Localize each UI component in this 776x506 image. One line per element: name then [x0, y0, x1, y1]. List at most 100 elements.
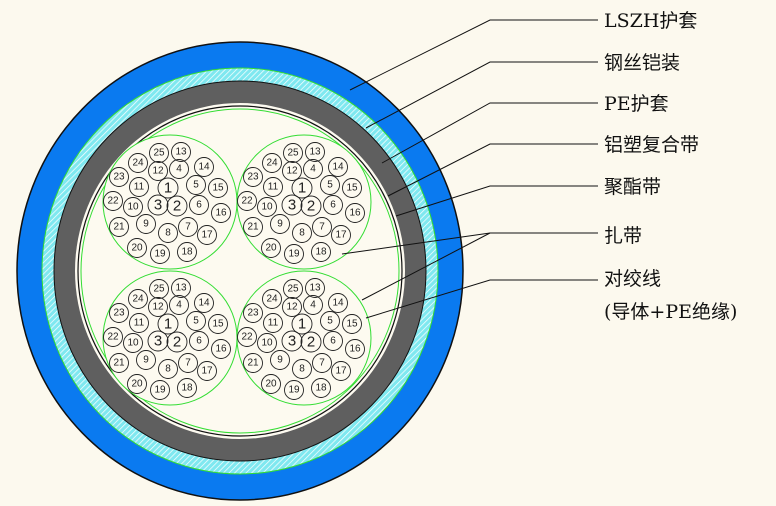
wire-number: 6: [196, 336, 202, 347]
wire-number: 3: [154, 197, 162, 214]
wire-conductor: [342, 178, 362, 198]
wire-conductor: [148, 161, 168, 181]
wire-number: 15: [212, 319, 224, 330]
wire-conductor: [123, 197, 143, 217]
wire-number: 25: [153, 148, 165, 159]
polyester-tape: [77, 105, 403, 437]
wire-number: 5: [193, 316, 199, 327]
wire-number: 12: [286, 302, 298, 313]
wire-conductor: [109, 167, 129, 187]
wire-conductor: [312, 217, 332, 237]
wire-conductor: [305, 278, 325, 298]
wire-number: 17: [335, 366, 347, 377]
wire-conductor: [147, 194, 169, 216]
wire-number: 22: [241, 196, 253, 207]
wire-conductor: [311, 242, 331, 262]
wire-number: 8: [165, 364, 171, 375]
wire-conductor: [342, 314, 362, 334]
wire-number: 11: [268, 318, 279, 329]
wire-conductor: [243, 353, 263, 373]
wire-conductor: [208, 178, 228, 198]
bundle-binder: [236, 270, 372, 406]
wire-conductor: [197, 225, 217, 245]
wire-conductor: [312, 353, 332, 373]
wire-conductor: [127, 374, 147, 394]
wire-bundle-2: 1234567891011121314151617181920212223242…: [236, 134, 372, 270]
bundle-binder: [102, 270, 238, 406]
wire-conductor: [291, 177, 313, 199]
wire-number: 21: [113, 358, 125, 369]
wire-conductor: [109, 353, 129, 373]
wire-number: 13: [175, 283, 187, 294]
wire-number: 14: [198, 162, 210, 173]
wire-conductor: [158, 223, 178, 243]
leader-al: [387, 143, 598, 197]
wire-number: 6: [330, 336, 336, 347]
wire-conductor: [257, 333, 277, 353]
wire-number: 16: [349, 344, 361, 355]
wire-conductor: [283, 143, 303, 163]
wire-conductor: [328, 293, 348, 313]
wire-number: 6: [196, 200, 202, 211]
wire-conductor: [282, 297, 302, 317]
wire-bundle-4: 1234567891011121314151617181920212223242…: [236, 270, 372, 406]
wire-conductor: [270, 214, 290, 234]
wire-conductor: [263, 313, 283, 333]
leader-lszh: [349, 19, 598, 91]
wire-number: 14: [332, 162, 344, 173]
wire-conductor: [186, 311, 206, 331]
bundle-binder: [236, 134, 372, 270]
wire-conductor: [243, 167, 263, 187]
wire-number: 9: [277, 219, 283, 230]
wire-number: 18: [181, 247, 193, 258]
leader-pair: [365, 279, 598, 319]
wire-number: 13: [175, 147, 187, 158]
wire-number: 25: [287, 284, 299, 295]
label-lszh-sheath: LSZH护套: [604, 10, 697, 32]
label-twisted-pair-note: (导体+PE绝缘): [604, 301, 737, 323]
wire-number: 22: [107, 196, 119, 207]
wire-number: 11: [134, 182, 145, 193]
wire-number: 24: [266, 158, 278, 169]
label-al-tape: 铝塑复合带: [604, 134, 699, 156]
leader-pe: [381, 102, 598, 164]
wire-conductor: [211, 203, 231, 223]
wire-conductor: [331, 225, 351, 245]
label-steel-armour: 钢丝铠装: [604, 52, 680, 74]
wire-number: 7: [319, 358, 325, 369]
wire-number: 17: [201, 230, 213, 241]
wire-conductor: [323, 195, 343, 215]
wire-number: 12: [152, 166, 164, 177]
wire-bundle-1: 1234567891011121314151617181920212223242…: [102, 134, 238, 270]
wire-number: 10: [261, 338, 273, 349]
wire-conductor: [208, 314, 228, 334]
wire-conductor: [197, 361, 217, 381]
wire-number: 20: [131, 243, 143, 254]
wire-conductor: [284, 244, 304, 264]
wire-conductor: [150, 244, 170, 264]
wire-number: 20: [131, 379, 143, 390]
wire-number: 9: [277, 355, 283, 366]
wire-conductor: [300, 331, 322, 353]
wire-number: 1: [298, 180, 306, 197]
wire-number: 18: [181, 383, 193, 394]
wire-number: 10: [127, 202, 139, 213]
wire-conductor: [331, 361, 351, 381]
wire-number: 16: [349, 208, 361, 219]
wire-number: 2: [173, 334, 181, 351]
wire-number: 20: [265, 379, 277, 390]
wire-number: 23: [247, 172, 259, 183]
wire-number: 9: [143, 355, 149, 366]
wire-number: 5: [193, 180, 199, 191]
wire-number: 5: [327, 316, 333, 327]
wire-conductor: [147, 330, 169, 352]
wire-conductor: [261, 238, 281, 258]
wire-conductor: [136, 214, 156, 234]
wire-number: 2: [307, 334, 315, 351]
wire-number: 19: [154, 249, 166, 260]
wire-number: 8: [299, 364, 305, 375]
wire-number: 22: [241, 332, 253, 343]
wire-number: 13: [309, 147, 321, 158]
wire-conductor: [149, 279, 169, 299]
wire-number: 1: [298, 316, 306, 333]
